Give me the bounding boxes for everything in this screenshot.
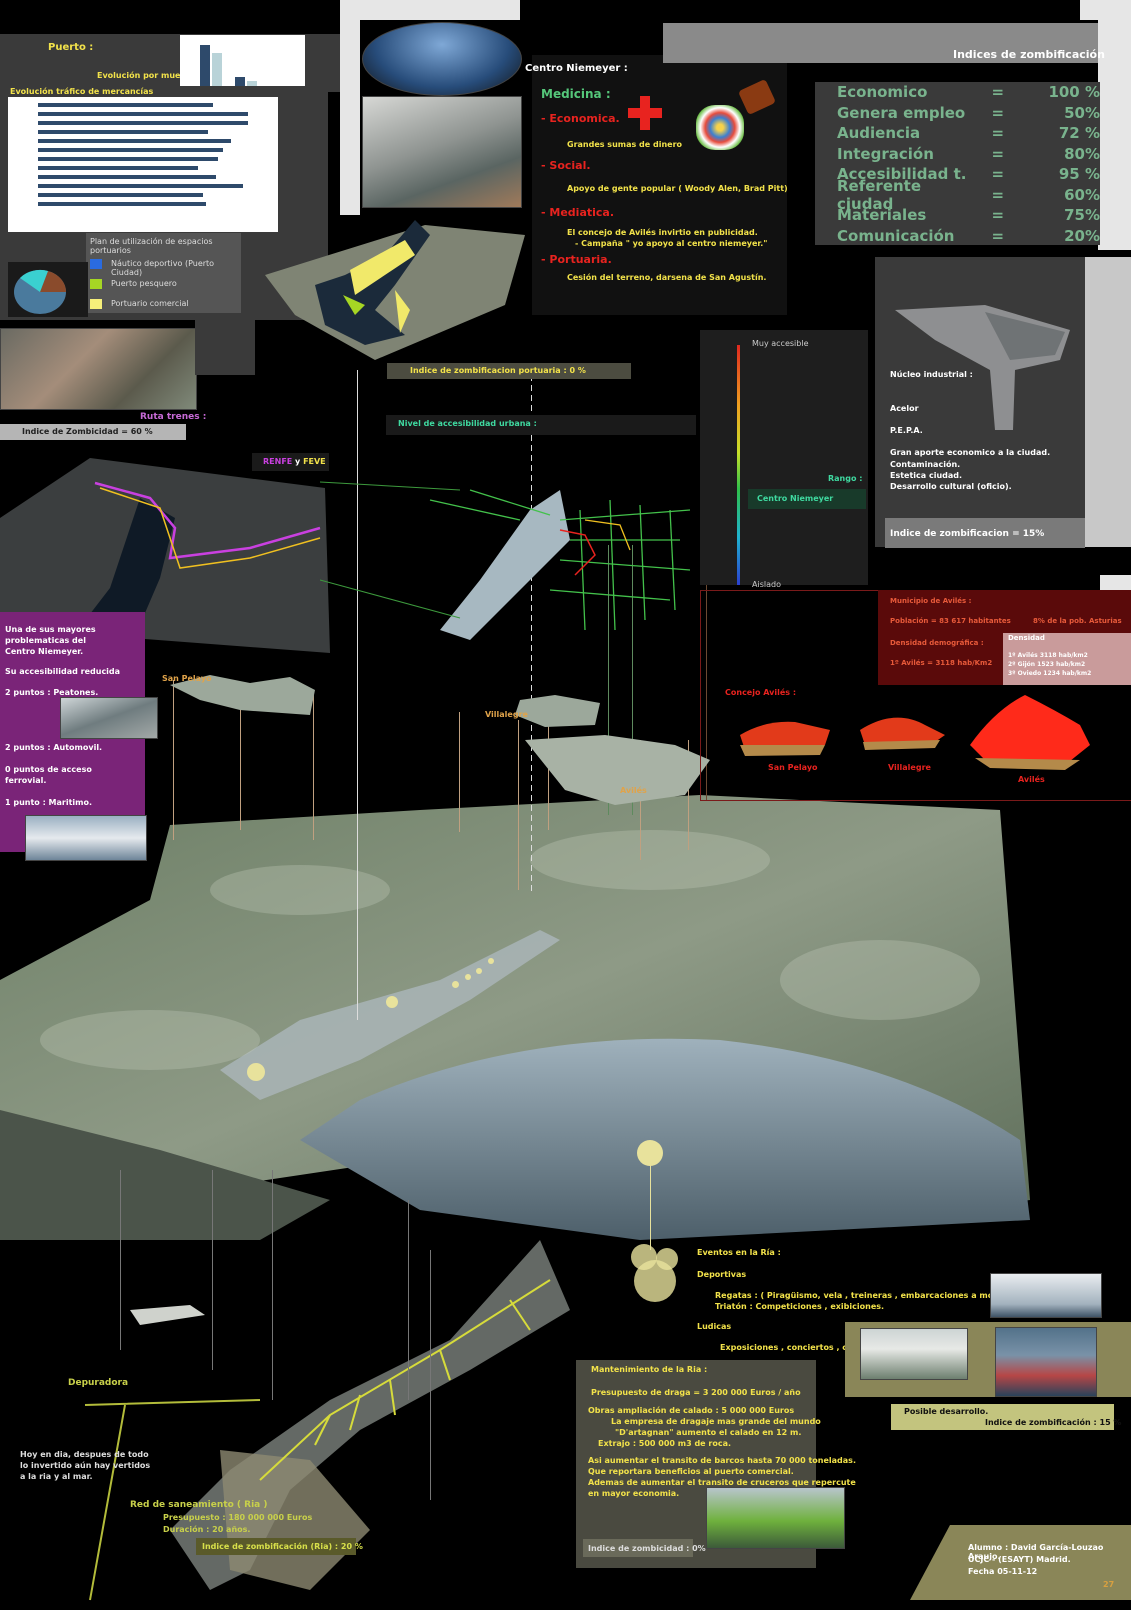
piraguismo-photo xyxy=(995,1327,1097,1397)
eventos-index: Indice de zombificación : 15 % xyxy=(985,1418,1122,1427)
niemeyer-photo-bottom xyxy=(362,96,522,208)
port-3d-map xyxy=(265,220,525,360)
trenes-map xyxy=(0,458,330,653)
trenes-title: Ruta trenes : xyxy=(140,412,207,422)
trenes-photo xyxy=(0,328,197,410)
depuradora-title: Depuradora xyxy=(68,1378,129,1388)
indices-panel: Economico=100 % Genera empleo=50% Audien… xyxy=(815,82,1100,245)
mantenimiento-index: Indice de zombicidad : 0% xyxy=(588,1544,706,1553)
depuradora-index: Indice de zombificación (Ria) : 20 % xyxy=(202,1542,363,1551)
puerto-index: Indice de zombificacion portuaria : 0 % xyxy=(410,366,586,375)
rango-value: Centro Niemeyer xyxy=(757,494,834,503)
vela-photo xyxy=(860,1328,968,1380)
trenes-index: Indice de Zombicidad = 60 % xyxy=(22,427,153,436)
niemeyer-photo-top xyxy=(362,22,522,96)
red-cross-icon xyxy=(628,96,662,130)
industrial-map xyxy=(895,305,1070,430)
industrial-index: Indice de zombificacion = 15% xyxy=(890,529,1045,539)
plan-title: Plan de utilización de espacios portuari… xyxy=(90,237,213,255)
regatas-photo xyxy=(990,1273,1102,1318)
muelles-chart xyxy=(180,35,305,95)
villalegre-map xyxy=(515,695,600,727)
mediatica-label: - Mediatica. xyxy=(541,206,615,219)
densidad-3d-chart xyxy=(740,695,1090,770)
muelles-label: Evolución por muelles xyxy=(97,71,197,80)
accesibilidad-scale-bar xyxy=(737,345,740,585)
indices-title: Indices de zombificación xyxy=(953,48,1105,61)
terrain-3d-map xyxy=(0,795,1030,1240)
draga-photo xyxy=(706,1487,845,1549)
accesibilidad-title: Nivel de accesibilidad urbana : xyxy=(398,419,537,428)
plan-pie-chart xyxy=(8,262,88,317)
san-pelayo-map xyxy=(170,675,315,715)
niemeyer-title: Centro Niemeyer : xyxy=(525,63,628,74)
accesibilidad-map xyxy=(429,489,691,640)
maritimo-photo xyxy=(25,815,147,861)
aviles-map xyxy=(525,735,710,805)
portuaria-label: - Portuaria. xyxy=(541,253,612,266)
peatones-photo xyxy=(60,697,158,739)
densidad-box xyxy=(1003,633,1131,685)
page-number: 27 xyxy=(1103,1580,1115,1589)
pills-icon xyxy=(690,78,780,160)
social-label: - Social. xyxy=(541,159,591,172)
plan-legend: Plan de utilización de espacios portuari… xyxy=(86,233,241,313)
ria-network-map xyxy=(130,1240,570,1590)
trafico-chart xyxy=(8,97,278,232)
trafico-label: Evolución tráfico de mercancías xyxy=(10,87,154,96)
medicina-label: Medicina : xyxy=(541,87,611,101)
puerto-title: Puerto : xyxy=(48,42,94,53)
accesibilidad-panel xyxy=(700,330,868,585)
economica-label: - Economica. xyxy=(541,112,620,125)
